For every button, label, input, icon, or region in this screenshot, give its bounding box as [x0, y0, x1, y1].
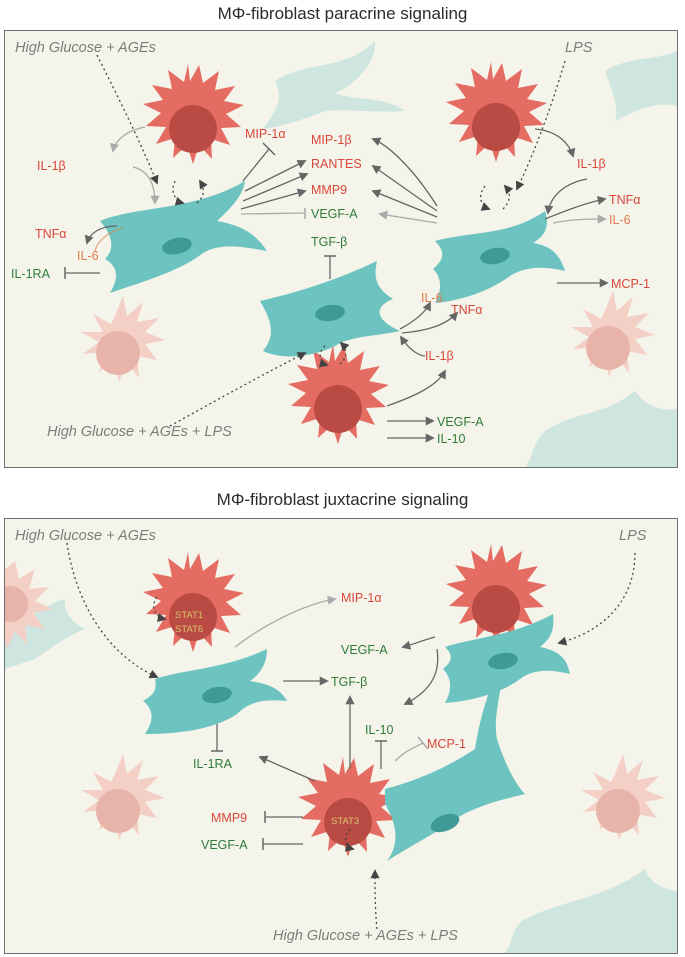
panel1-title: MΦ-fibroblast paracrine signaling: [217, 4, 468, 23]
label-mip1b: MIP-1β: [311, 133, 352, 147]
label-stat1: STAT1: [175, 610, 204, 621]
condition-high-glucose-ages: High Glucose + AGEs: [15, 40, 156, 56]
label-vegfa-bottom: VEGF-A: [437, 415, 484, 429]
label-vegfa-left: VEGF-A: [201, 838, 248, 852]
label-tnfa-mid: TNFα: [451, 303, 483, 317]
background-fibroblasts: [5, 599, 677, 953]
label-mcp1: MCP-1: [427, 737, 466, 751]
fibroblast-bottom: [385, 669, 525, 861]
label-il1ra: IL-1RA: [11, 267, 50, 281]
macrophage-top-right: [446, 62, 547, 162]
label-il1b-mid: IL-1β: [425, 349, 454, 363]
condition-high-glucose-ages-lps: High Glucose + AGEs + LPS: [47, 424, 232, 440]
stimulus-arrows: [66, 542, 636, 930]
label-il10: IL-10: [365, 723, 394, 737]
macrophage-top-left: [143, 64, 244, 164]
background-fibroblasts: [263, 41, 677, 467]
label-mmp9: MMP9: [311, 183, 348, 197]
fibroblast-right: [433, 211, 565, 303]
condition-lps: LPS: [619, 528, 647, 544]
label-il1ra: IL-1RA: [193, 757, 232, 771]
label-stat6: STAT6: [175, 624, 204, 635]
label-mmp9: MMP9: [211, 811, 248, 825]
label-rantes: RANTES: [311, 157, 362, 171]
juxtacrine-diagram: [5, 542, 677, 953]
label-il6-mid: IL-6: [421, 291, 443, 305]
signaling-arrows: [64, 126, 609, 443]
macrophage-left: [143, 552, 244, 652]
macrophage-center: [298, 757, 399, 857]
fibroblast-right: [443, 614, 570, 703]
background-macrophages: [81, 291, 655, 382]
label-il1b-right: IL-1β: [577, 157, 606, 171]
fibroblast-left: [100, 181, 267, 293]
label-il6-right: IL-6: [609, 213, 631, 227]
signaling-arrows: [211, 595, 439, 850]
stimulus-arrows: [96, 54, 566, 427]
label-tnfa-left: TNFα: [35, 227, 67, 241]
label-il1b-left: IL-1β: [37, 159, 66, 173]
label-mip1a: MIP-1α: [341, 591, 382, 605]
label-il6-left: IL-6: [77, 249, 99, 263]
fibroblast-left: [143, 649, 287, 734]
macrophage-right: [446, 544, 547, 644]
paracrine-panel: High Glucose + AGEs LPS High Glucose + A…: [4, 30, 678, 468]
label-mcp1: MCP-1: [611, 277, 650, 291]
macrophage-bottom: [288, 344, 389, 444]
label-tgfb: TGF-β: [311, 235, 348, 249]
paracrine-diagram: [64, 41, 677, 467]
label-tnfa-right: TNFα: [609, 193, 641, 207]
background-macrophages: [5, 561, 665, 840]
label-il10: IL-10: [437, 432, 466, 446]
juxtacrine-panel: High Glucose + AGEs LPS High Glucose + A…: [4, 518, 678, 954]
condition-high-glucose-ages-lps: High Glucose + AGEs + LPS: [273, 928, 458, 944]
label-vegfa-top: VEGF-A: [341, 643, 388, 657]
label-vegfa-top: VEGF-A: [311, 207, 358, 221]
label-mip1a: MIP-1α: [245, 127, 286, 141]
label-tgfb: TGF-β: [331, 675, 368, 689]
label-stat3: STAT3: [331, 816, 360, 827]
fibroblast-center: [260, 261, 400, 357]
condition-high-glucose-ages: High Glucose + AGEs: [15, 528, 156, 544]
panel2-title: MΦ-fibroblast juxtacrine signaling: [216, 490, 469, 509]
condition-lps: LPS: [565, 40, 593, 56]
